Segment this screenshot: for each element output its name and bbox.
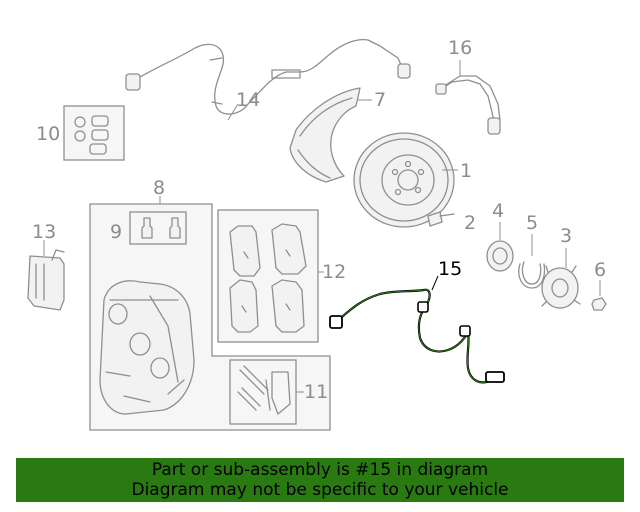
part-2-rotor-screw [427,211,455,227]
callout-10: 10 [36,123,60,145]
part-14-wear-sensor [125,38,411,115]
part-7-splash-shield [289,87,361,183]
part-3-wheel-hub [541,265,581,309]
callout-15: 15 [438,258,462,280]
callout-3: 3 [560,225,572,247]
info-banner: Part or sub-assembly is #15 in diagram D… [16,458,624,502]
callout-7: 7 [374,89,386,111]
part-6-hub-nut [591,297,607,311]
callout-4: 4 [492,200,504,222]
part-15-abs-sensor-wire [329,288,505,384]
callout-6: 6 [594,259,606,281]
part-9-bleeder-screws [129,211,187,245]
callout-5: 5 [526,212,538,234]
callout-1: 1 [460,160,472,182]
callout-12: 12 [322,261,346,283]
banner-line-2: Diagram may not be specific to your vehi… [131,480,509,500]
part-4-wheel-bearing [486,240,514,272]
callout-2: 2 [464,212,476,234]
callout-9: 9 [110,221,122,243]
callout-13: 13 [32,221,56,243]
part-5-snap-ring [518,261,546,289]
banner-line-1: Part or sub-assembly is #15 in diagram [151,460,489,480]
callout-16: 16 [448,37,472,59]
callout-14: 14 [236,89,260,111]
part-1-brake-rotor [353,132,455,228]
callout-11: 11 [304,381,328,403]
part-11-hardware-kit [229,359,297,425]
part-10-bolt-kit [63,105,125,161]
part-13-brake-shield [27,249,65,311]
callout-8: 8 [153,177,165,199]
part-12-brake-pads [217,209,319,343]
part-16-sensor [435,75,501,135]
